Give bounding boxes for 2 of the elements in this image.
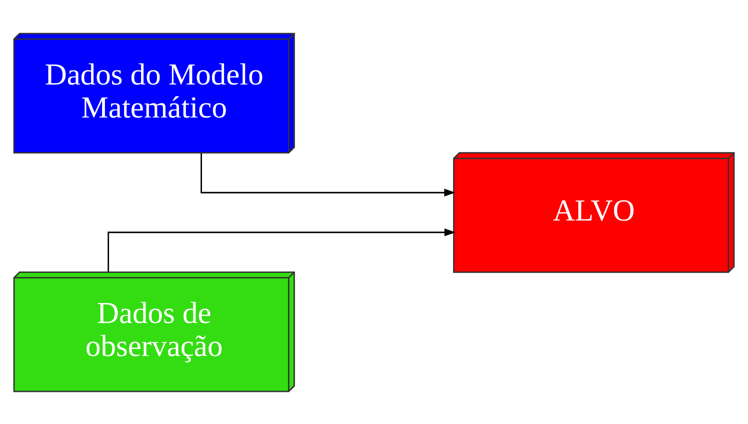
- arrow: [200, 152, 456, 196]
- arrow: [108, 228, 456, 272]
